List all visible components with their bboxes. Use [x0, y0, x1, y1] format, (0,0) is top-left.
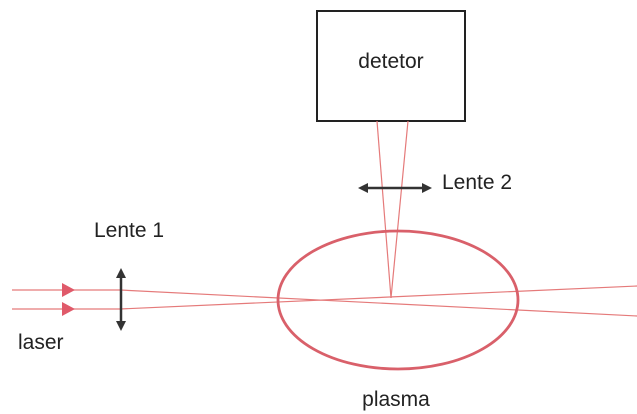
detector-box: [316, 10, 466, 122]
laser-direction-markers: [62, 283, 75, 316]
plasma-label: plasma: [362, 388, 430, 411]
lens-1-label: Lente 1: [94, 219, 164, 242]
collection-cone: [376, 120, 409, 299]
plasma-ellipse: [276, 229, 520, 371]
detector-label: detetor: [358, 50, 423, 73]
laser-label: laser: [18, 331, 64, 354]
laser-beam: [12, 285, 637, 317]
lens-2-label: Lente 2: [442, 171, 512, 194]
laser-marker-lower: [62, 302, 75, 316]
laser-marker-upper: [62, 283, 75, 297]
